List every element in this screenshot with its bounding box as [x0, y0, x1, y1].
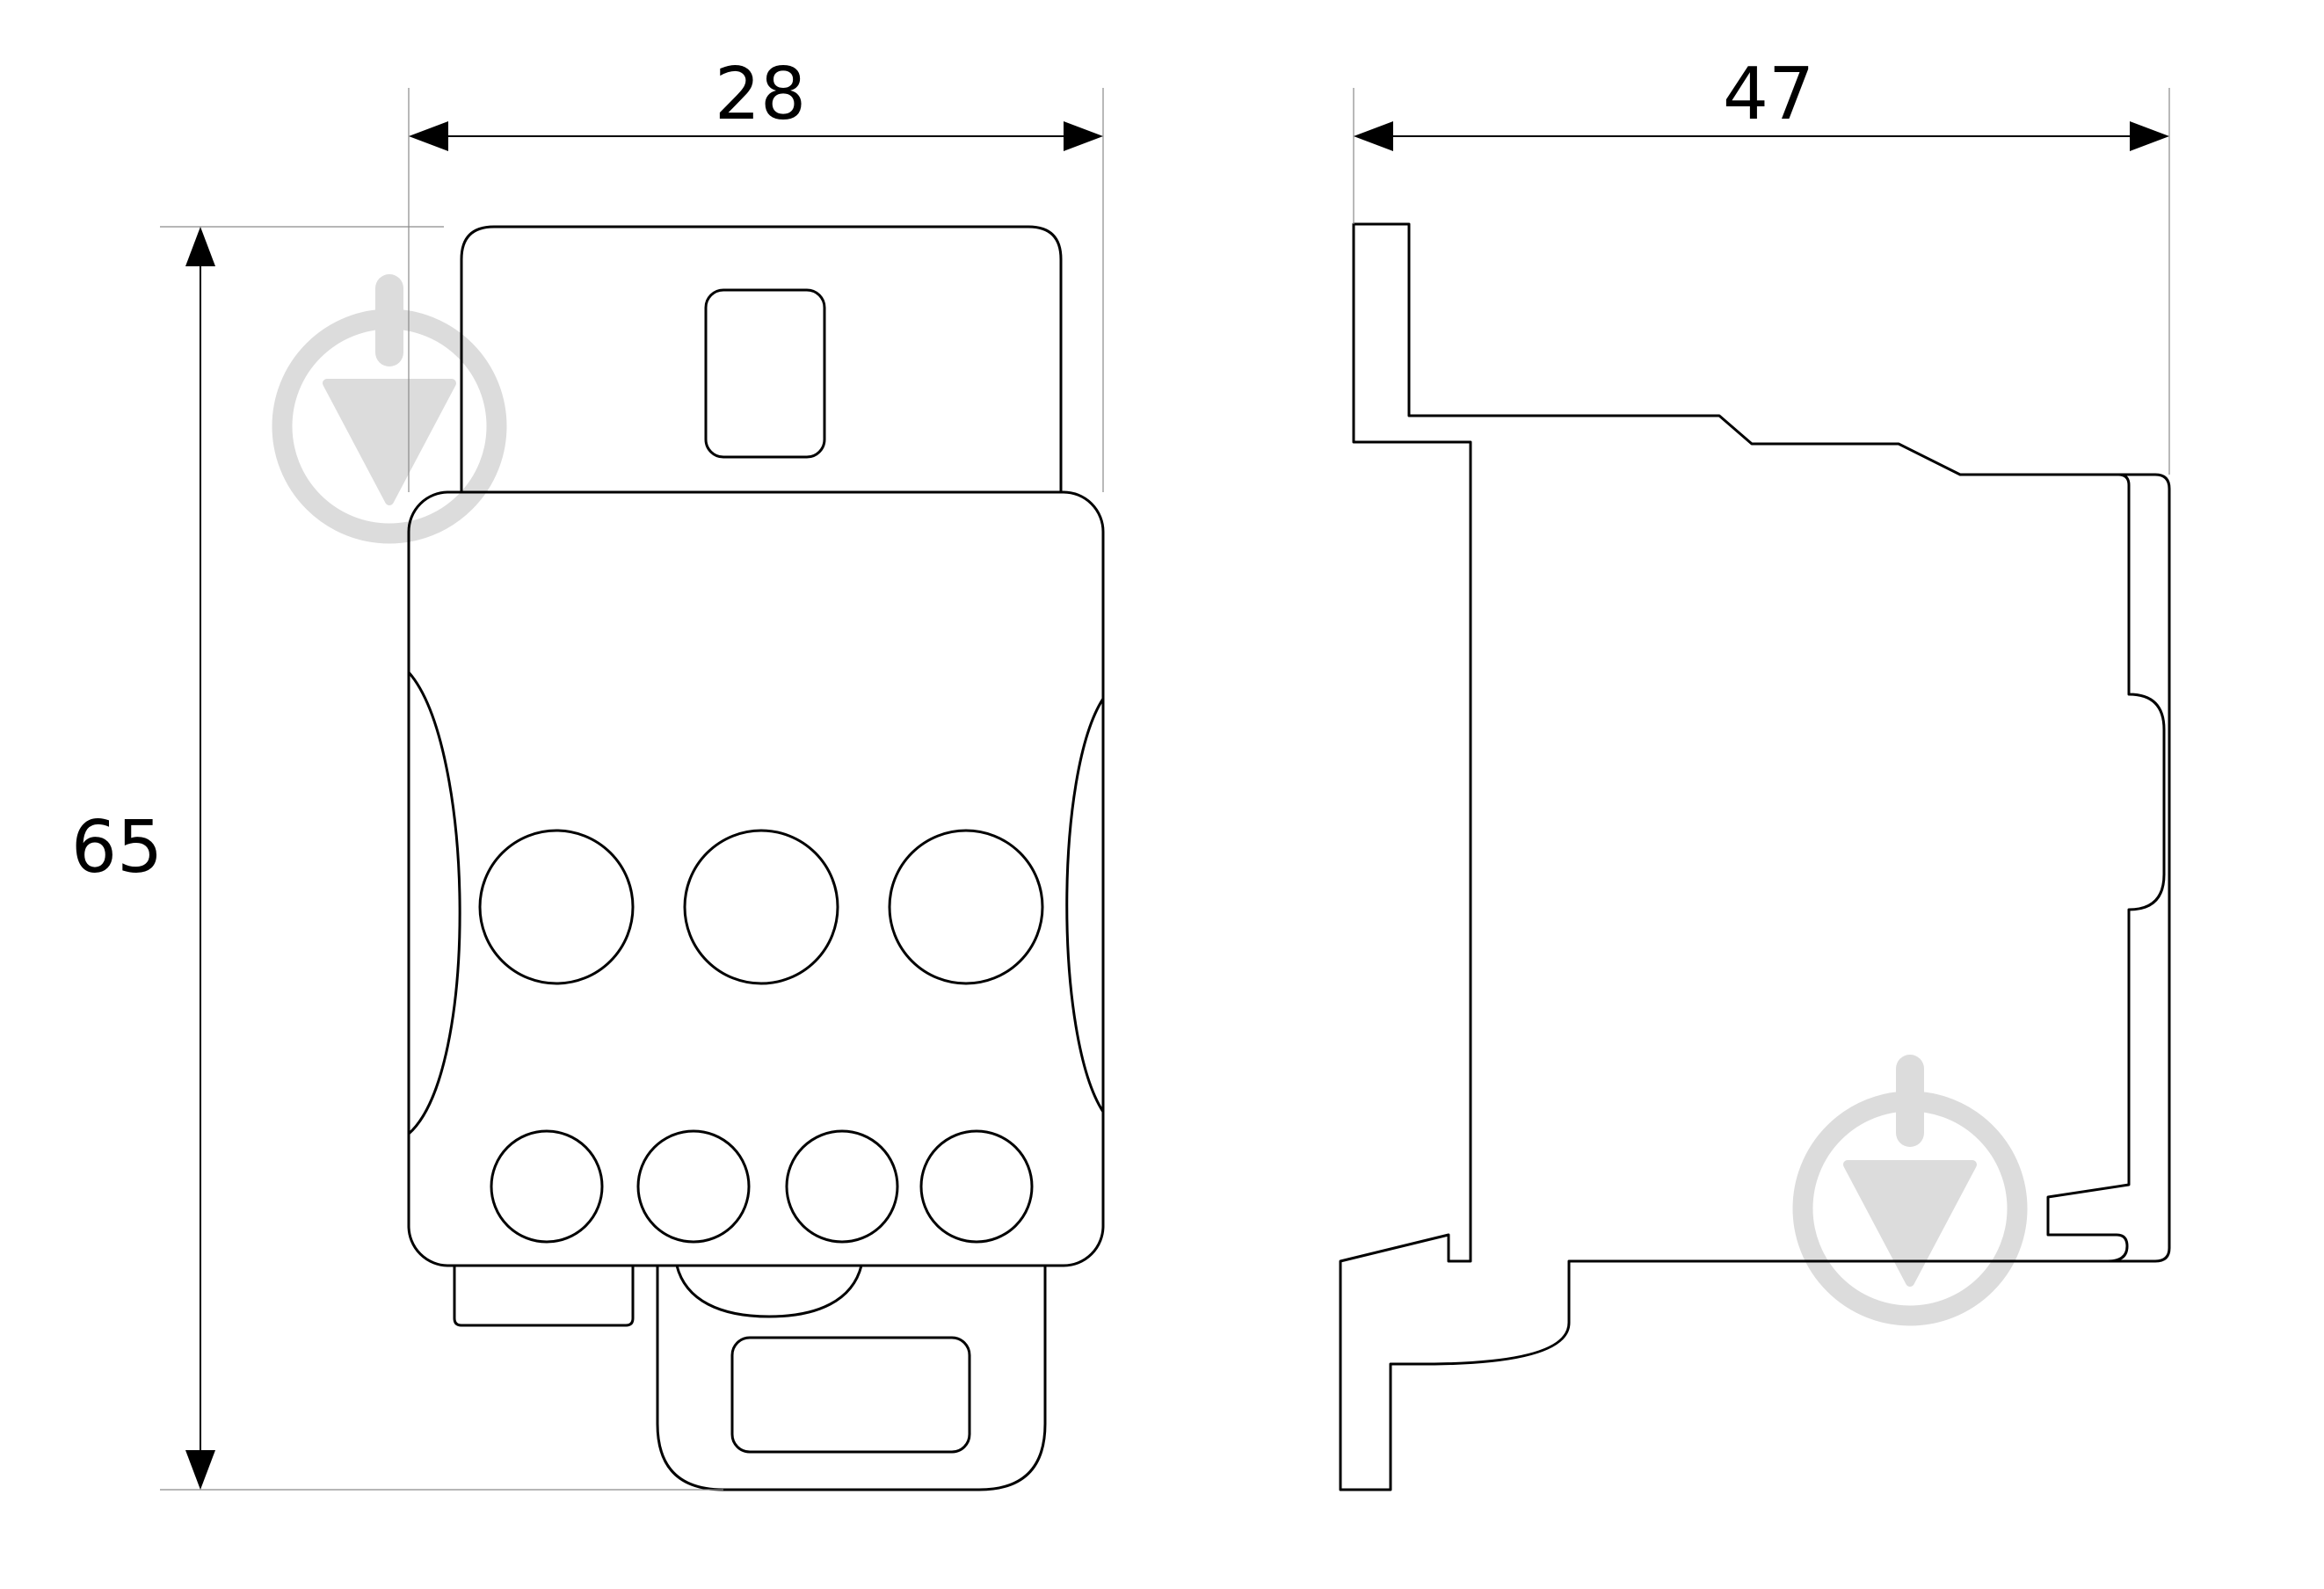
front-bottom-clip-notch — [675, 1265, 863, 1318]
small-terminal-hole — [785, 1129, 899, 1244]
side-back-rail — [2108, 473, 2171, 1263]
large-terminal-hole — [478, 829, 635, 985]
front-main-body — [407, 490, 1105, 1267]
side-view — [1339, 222, 2171, 1491]
dimension-width-label: 28 — [715, 53, 806, 136]
small-terminal-hole — [919, 1129, 1034, 1244]
front-left-side-arc — [407, 671, 461, 1136]
dimension-height: 65 — [71, 226, 723, 1491]
small-terminal-hole — [490, 1129, 604, 1244]
front-top-window — [704, 288, 826, 459]
dimension-width: 28 — [408, 53, 1104, 492]
front-bottom-left-block — [453, 1266, 635, 1327]
front-bottom-window — [730, 1336, 971, 1454]
front-top-cover — [460, 225, 1063, 492]
dimension-depth-label: 47 — [1723, 53, 1814, 136]
large-terminal-hole — [683, 829, 839, 985]
small-terminal-hole — [636, 1129, 751, 1244]
front-bottom-clip — [656, 1266, 1047, 1491]
front-right-side-arc — [1065, 698, 1105, 1113]
dimension-depth: 47 — [1353, 53, 2170, 475]
download-arrow-icon — [272, 274, 507, 544]
dimension-height-label: 65 — [71, 806, 163, 889]
large-terminal-hole — [888, 829, 1044, 985]
side-profile-outline — [1339, 222, 2166, 1491]
front-view — [407, 225, 1105, 1491]
download-arrow-icon — [1792, 1055, 2028, 1326]
